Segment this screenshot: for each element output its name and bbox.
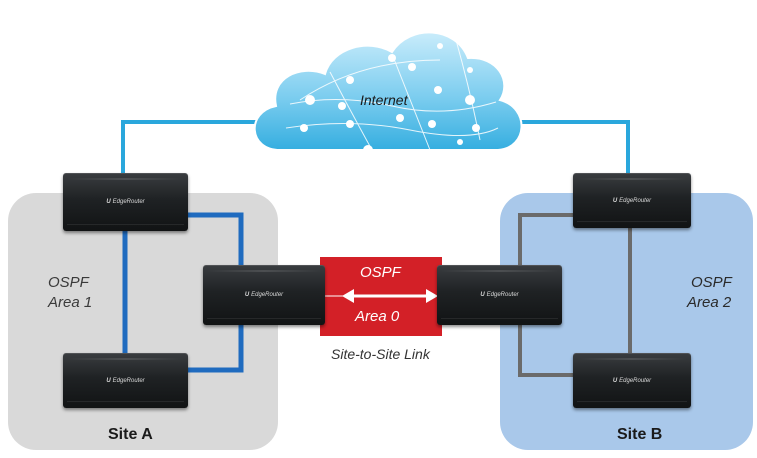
router-brand: EdgeRouter [486,292,519,298]
site-a-area-line1: OSPF [48,274,89,291]
site-b-label: Site B [617,426,663,443]
router-logo-icon: U [244,292,250,298]
router-brand: EdgeRouter [251,292,284,298]
router-brand: EdgeRouter [112,199,145,205]
router-logo-icon: U [612,197,618,204]
router-logo-icon: U [106,377,111,384]
cloud-icon [253,31,523,155]
internet-link-a [121,120,278,180]
site-a-label: Site A [108,426,153,443]
site-b-area-line2: Area 2 [687,294,732,311]
site-b-area-line1: OSPF [691,274,732,291]
site-to-site-caption: Site-to-Site Link [331,346,430,362]
router-brand: EdgeRouter [112,377,145,384]
double-arrow-icon [342,289,438,303]
ospf-area0-top: OSPF [360,264,401,281]
router-logo-icon: U [106,199,111,205]
router-logo-icon: U [480,292,485,298]
router-brand: EdgeRouter [619,377,652,384]
internet-link-b [478,120,630,180]
site-a-area-line2: Area 1 [48,294,93,311]
cloud-label: Internet [360,92,408,108]
router-brand: EdgeRouter [619,197,652,204]
ospf-area0-bottom: Area 0 [355,308,400,325]
router-logo-icon: U [612,377,618,384]
